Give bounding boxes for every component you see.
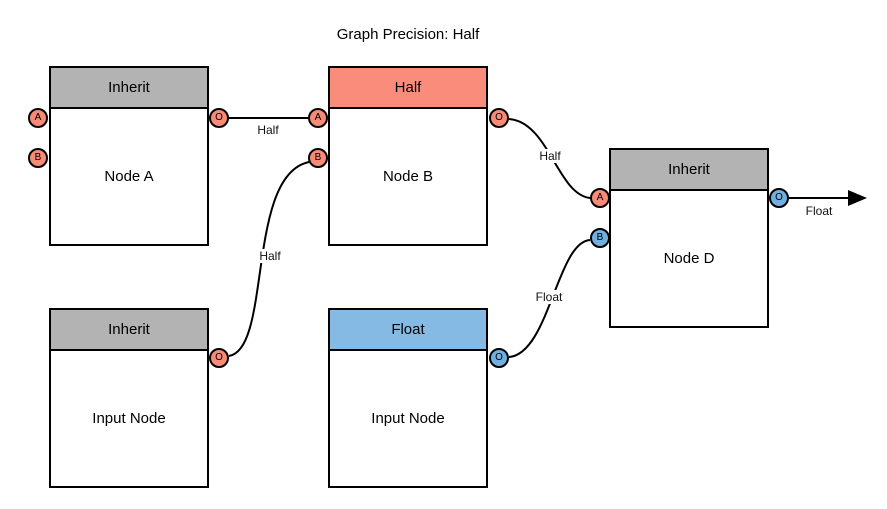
input-node-inherit-precision-header: Inherit [51, 310, 207, 351]
node-b-precision-header: Half [330, 68, 486, 109]
node-d: Inherit Node D [609, 148, 769, 328]
input-node-inherit: Inherit Input Node [49, 308, 209, 488]
node-b-title: Node B [382, 168, 434, 185]
port-node-a-output: O [209, 108, 229, 128]
edge-label-nodea-nodeb: Half [255, 123, 281, 137]
output-arrowhead-icon [848, 190, 867, 206]
edge-label-noded-output: Float [803, 204, 835, 218]
input-node-inherit-title: Input Node [92, 410, 166, 427]
diagram-title: Graph Precision: Half [336, 26, 480, 43]
input-node-float: Float Input Node [328, 308, 488, 488]
edge-label-inputfloat-noded: Float [533, 290, 565, 304]
port-node-a-input-b: B [28, 148, 48, 168]
node-a-precision-header: Inherit [51, 68, 207, 109]
edge-label-nodeb-noded: Half [537, 149, 563, 163]
port-node-d-input-b: B [590, 228, 610, 248]
port-input-float-output: O [489, 348, 509, 368]
input-node-float-title: Input Node [371, 410, 445, 427]
port-node-b-output: O [489, 108, 509, 128]
node-d-title: Node D [663, 250, 715, 267]
edge-label-inputinherit-nodeb: Half [257, 249, 283, 263]
node-d-precision-header: Inherit [611, 150, 767, 191]
node-a: Inherit Node A [49, 66, 209, 246]
port-node-d-output: O [769, 188, 789, 208]
input-node-float-precision-header: Float [330, 310, 486, 351]
port-input-inherit-output: O [209, 348, 229, 368]
port-node-d-input-a: A [590, 188, 610, 208]
node-a-title: Node A [104, 168, 154, 185]
port-node-b-input-a: A [308, 108, 328, 128]
port-node-a-input-a: A [28, 108, 48, 128]
port-node-b-input-b: B [308, 148, 328, 168]
node-b: Half Node B [328, 66, 488, 246]
